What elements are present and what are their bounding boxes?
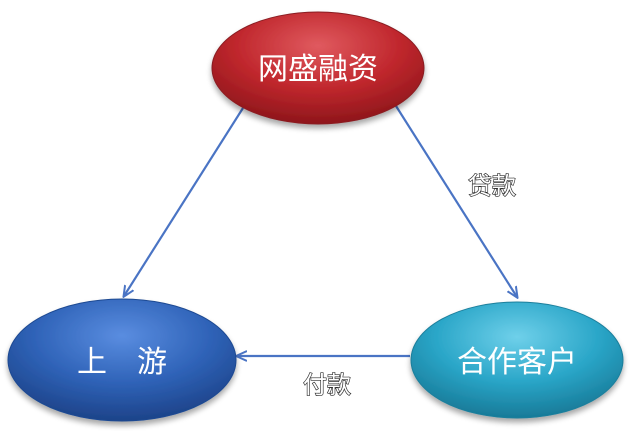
edge-label-right-to-left: 付款 [303, 371, 351, 399]
arrow-top-to-left [124, 107, 244, 296]
node-right [410, 301, 624, 419]
node-right-label: 合作客户 [457, 345, 577, 380]
arrow-top-to-right [395, 105, 517, 297]
node-top-label: 网盛融资 [258, 52, 378, 87]
node-left [7, 298, 237, 422]
node-left-label: 上 游 [77, 345, 167, 380]
node-top [211, 11, 425, 125]
edge-label-top-to-right: 贷款 [468, 172, 516, 200]
